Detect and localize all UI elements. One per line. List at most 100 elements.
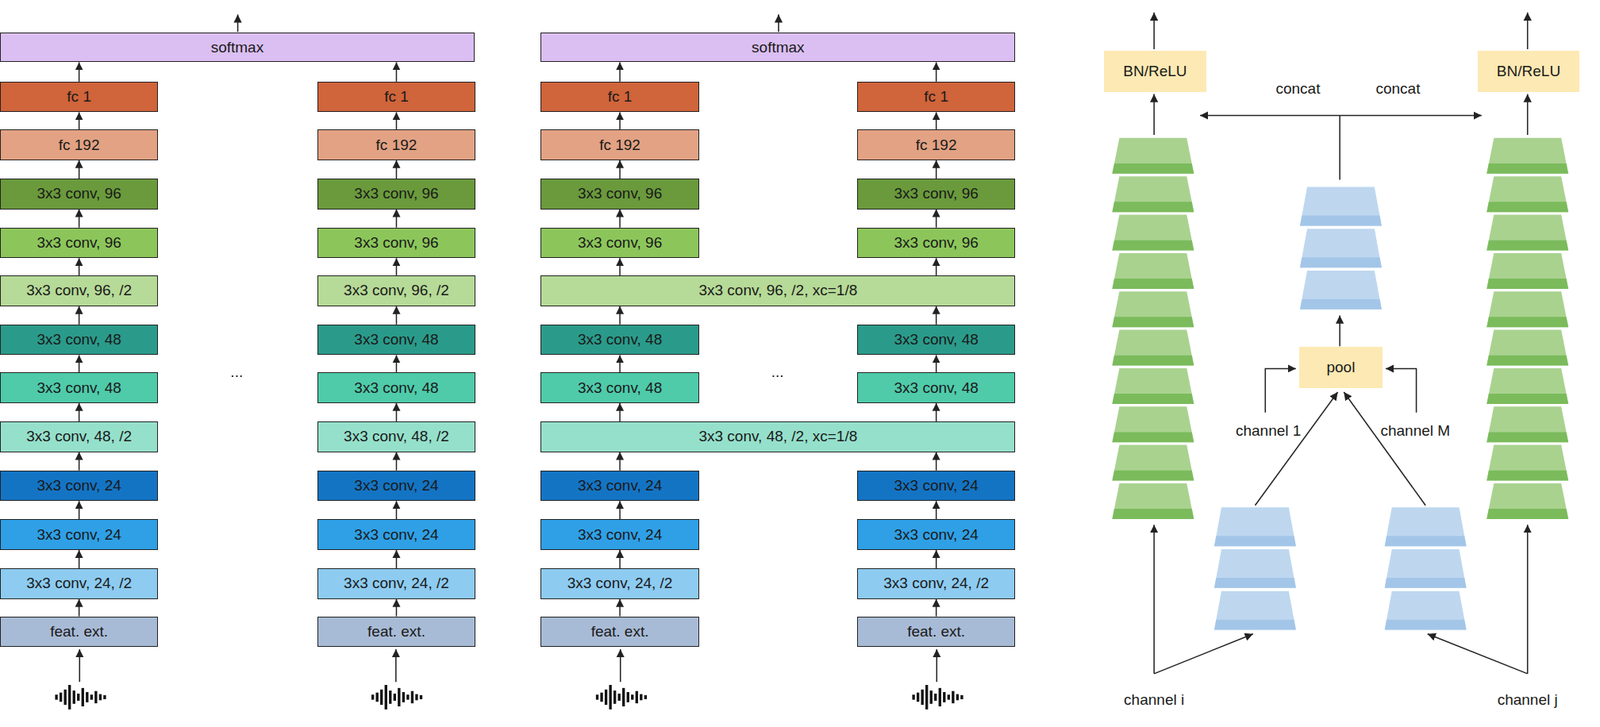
- conv-layer: 3x3 conv, 48, /2: [0, 421, 158, 453]
- feature-map-edge: [1214, 535, 1297, 547]
- feature-map: [1486, 291, 1569, 327]
- conv-layer: 3x3 conv, 48: [857, 372, 1016, 404]
- feature-map: [1111, 253, 1194, 289]
- conv-layer: 3x3 conv, 48: [317, 372, 476, 404]
- connector: [935, 61, 938, 81]
- waveform-bar: [911, 694, 915, 700]
- feature-map-face: [1486, 215, 1569, 251]
- feature-map-edge: [1300, 299, 1382, 310]
- connector: [935, 403, 938, 422]
- arrow: [1526, 12, 1529, 50]
- connector: [935, 354, 938, 373]
- output-arrow: [777, 14, 780, 32]
- feature-map-face: [1111, 215, 1194, 251]
- feature-map: [1486, 176, 1569, 212]
- layer-label: 3x3 conv, 24: [353, 526, 439, 544]
- layer-label: 3x3 conv, 96: [893, 234, 978, 252]
- conv-layer: 3x3 conv, 24, /2: [540, 568, 699, 600]
- connector: [935, 111, 938, 130]
- conv-layer: 3x3 conv, 24, /2: [857, 568, 1016, 600]
- layer-label: 3x3 conv, 24, /2: [567, 574, 674, 593]
- waveform-bar: [90, 694, 93, 700]
- waveform-bar: [639, 694, 643, 701]
- waveform-bar: [76, 693, 80, 701]
- waveform-bar: [85, 692, 89, 703]
- waveform-bar: [960, 695, 963, 700]
- cross-channel-conv: 3x3 conv, 96, /2, xc=1/8: [540, 275, 1016, 307]
- connector: [396, 61, 398, 81]
- arrow: [1153, 94, 1155, 135]
- connector: [396, 550, 398, 569]
- cross-channel-conv: 3x3 conv, 48, /2, xc=1/8: [540, 421, 1016, 453]
- fc-layer: fc 1: [857, 81, 1016, 113]
- layer-label: fc 192: [58, 136, 100, 154]
- connector: [619, 160, 621, 179]
- waveform-bar: [920, 689, 924, 705]
- connector: [78, 500, 81, 520]
- feature-map: [1214, 549, 1297, 589]
- leader-lines: [79, 12, 1527, 682]
- waveform-bar: [81, 688, 85, 707]
- feature-map-edge: [1486, 431, 1569, 443]
- layer-label: feat. ext.: [591, 623, 650, 641]
- feature-map-edge: [1486, 508, 1569, 520]
- conv-layer: 3x3 conv, 48: [857, 324, 1016, 356]
- input-arrow: [395, 649, 397, 682]
- waveform-bar: [930, 690, 933, 704]
- feature-map-face: [1486, 138, 1569, 174]
- feature-map: [1111, 138, 1194, 174]
- feature-map: [1111, 215, 1194, 251]
- waveform-bar: [411, 691, 414, 704]
- waveform-bar: [942, 692, 946, 703]
- layer-label: 3x3 conv, 24: [893, 476, 978, 495]
- waveform-bar: [635, 691, 639, 704]
- feature-map-edge: [1111, 431, 1194, 443]
- layer-label: fc 1: [66, 88, 92, 106]
- feature-map-edge: [1384, 619, 1467, 631]
- waveform-bar: [54, 694, 58, 700]
- conv-layer: 3x3 conv, 96: [0, 178, 158, 210]
- input-arrow: [936, 649, 939, 682]
- feature-map-edge: [1111, 278, 1194, 289]
- fc-layer: fc 1: [540, 81, 699, 113]
- connector: [396, 160, 398, 179]
- layer-label: 3x3 conv, 48: [577, 330, 662, 349]
- fc-layer: fc 192: [857, 129, 1016, 161]
- layer-label: 3x3 conv, 24: [36, 476, 121, 495]
- line: [1338, 115, 1341, 181]
- layer-label: BN/ReLU: [1123, 62, 1187, 81]
- feature-map-face: [1300, 228, 1382, 268]
- feature-map-face: [1486, 291, 1569, 327]
- arrow: [1153, 12, 1155, 50]
- feature-map-face: [1214, 507, 1297, 547]
- connector: [619, 111, 621, 130]
- feature-map: [1300, 228, 1382, 268]
- conv-layer: 3x3 conv, 48: [0, 372, 158, 404]
- layer-label: 3x3 conv, 96: [36, 184, 121, 203]
- waveform-bar: [622, 688, 625, 707]
- layer-label: 3x3 conv, 48, /2, xc=1/8: [698, 427, 858, 446]
- connector: [78, 354, 81, 373]
- waveform-bar: [916, 692, 920, 703]
- feature-map-face: [1111, 483, 1194, 520]
- feature-map: [1300, 270, 1382, 310]
- layer-label: 3x3 conv, 24: [353, 476, 439, 495]
- waveform-bar: [925, 684, 928, 710]
- conv-layer: 3x3 conv, 24: [540, 519, 699, 550]
- feature-map-face: [1486, 368, 1569, 404]
- feature-map-edge: [1111, 316, 1194, 327]
- connector: [78, 599, 81, 617]
- conv-layer: 3x3 conv, 48, /2: [317, 421, 476, 453]
- ellipsis: ...: [230, 363, 243, 381]
- layer-label: 3x3 conv, 96, /2, xc=1/8: [698, 281, 858, 300]
- connector: [396, 257, 398, 276]
- feature-map-edge: [1214, 619, 1297, 631]
- connector: [78, 403, 81, 422]
- layer-label: fc 192: [376, 136, 418, 154]
- ellipsis: ...: [771, 363, 785, 381]
- layer-label: 3x3 conv, 96: [36, 234, 121, 252]
- conv-layer: 3x3 conv, 96, /2: [0, 275, 158, 307]
- layer-label: 3x3 conv, 48: [36, 379, 121, 397]
- waveform-bar: [934, 693, 937, 701]
- feature-map-edge: [1111, 508, 1194, 520]
